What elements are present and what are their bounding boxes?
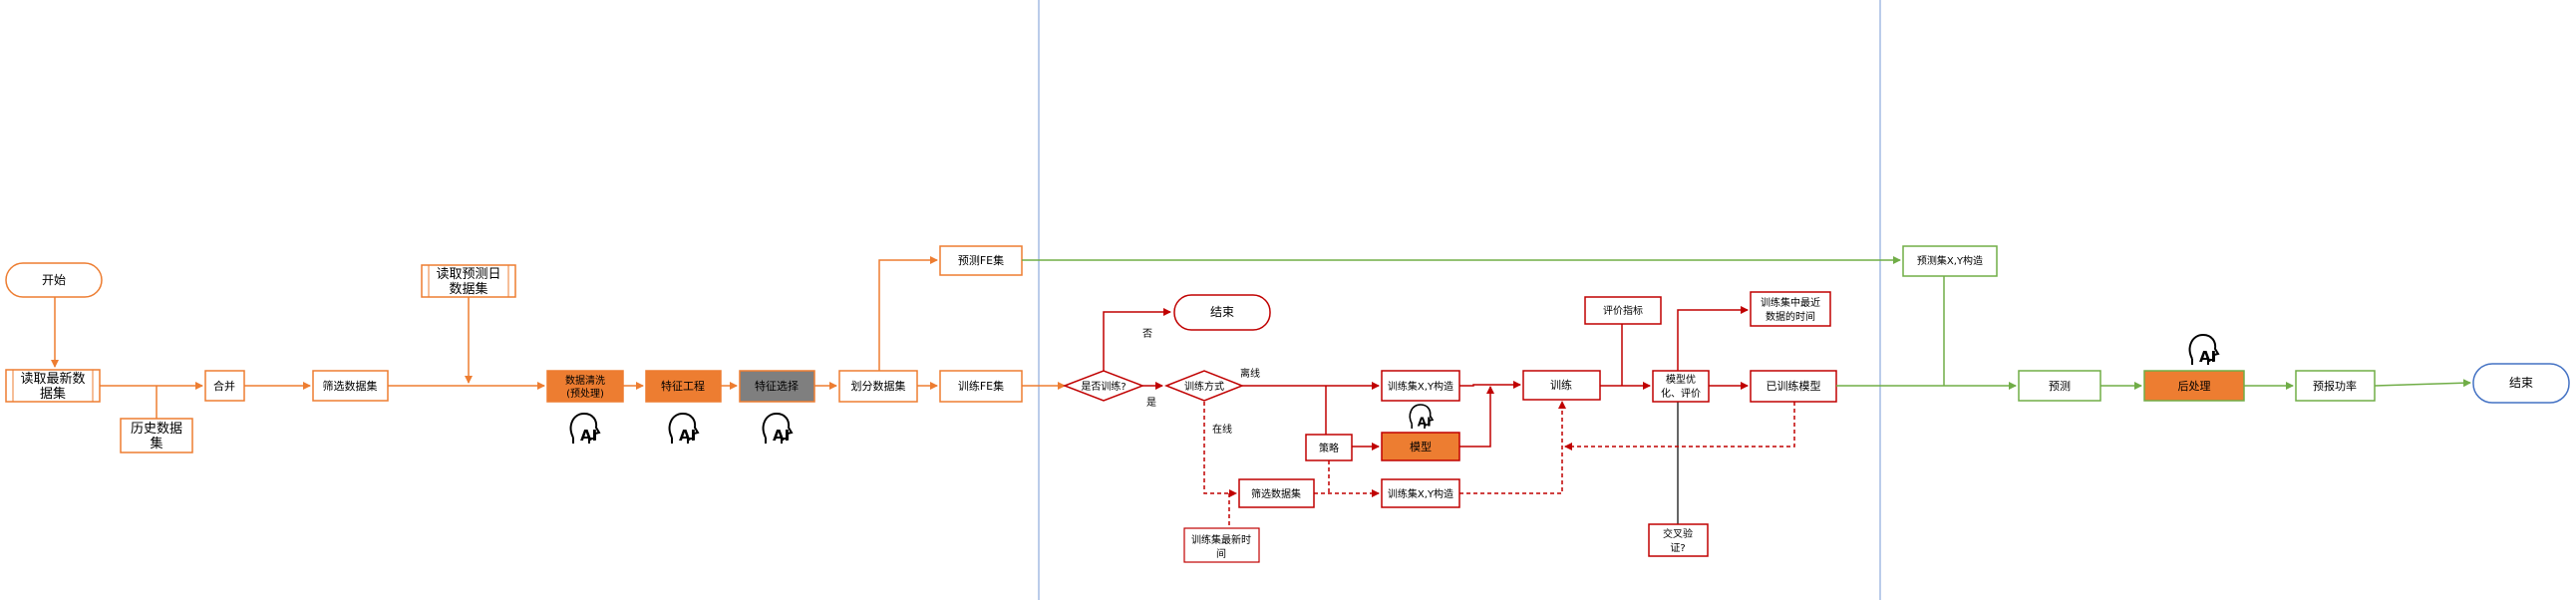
svg-text:AI: AI	[1418, 416, 1432, 430]
filter-dataset-online-label: 筛选数据集	[1251, 487, 1301, 500]
feature-selection-node	[739, 370, 815, 403]
read-latest-dataset-label-2: 据集	[40, 386, 66, 402]
read-predict-day-label-1: 读取预测日	[436, 267, 500, 282]
ai-head-icon: AI	[569, 413, 600, 445]
predict-xy-construct-label: 预测集X,Y构造	[1917, 254, 1983, 267]
merge-node	[204, 370, 245, 402]
svg-text:AI: AI	[773, 427, 790, 445]
strategy-label: 策略	[1319, 442, 1339, 454]
data-cleaning-node	[546, 370, 624, 403]
cross-validation-label-1: 交叉验	[1663, 527, 1693, 540]
read-latest-dataset-node	[5, 369, 101, 403]
train-set-latest-time-node	[1183, 527, 1260, 563]
forecast-power-label: 预报功率	[2313, 379, 2357, 393]
train-node	[1522, 370, 1601, 401]
read-latest-dataset-label-1: 读取最新数	[20, 371, 85, 387]
train-set-recent-time-label-1: 训练集中最近	[1761, 296, 1820, 309]
offline-branch-label: 离线	[1240, 367, 1260, 380]
feature-engineering-label: 特征工程	[661, 379, 705, 393]
filter-dataset-node	[312, 370, 389, 402]
start-node	[5, 262, 103, 298]
train-label: 训练	[1550, 378, 1572, 392]
model-optimize-node	[1652, 370, 1710, 403]
end-final-node	[2472, 363, 2570, 404]
ai-head-icon: AI	[762, 413, 793, 445]
no-branch-label: 否	[1142, 328, 1152, 340]
split-dataset-label: 划分数据集	[851, 379, 906, 393]
history-dataset-label-2: 集	[150, 436, 162, 451]
train-fe-set-label: 训练FE集	[958, 379, 1004, 393]
model-label: 模型	[1410, 440, 1432, 453]
cross-validation-label-2: 证?	[1670, 542, 1685, 554]
train-set-latest-time-label-1: 训练集最新时	[1191, 533, 1251, 546]
end-top-node	[1173, 294, 1271, 331]
train-xy-construct-online-label: 训练集X,Y构造	[1388, 487, 1453, 500]
predict-fe-set-node	[939, 245, 1023, 276]
model-node	[1381, 432, 1460, 461]
train-set-latest-time-label-2: 间	[1216, 547, 1226, 560]
end-final-label: 结束	[2509, 376, 2533, 390]
training-mode-decision	[1163, 370, 1245, 402]
predict-xy-construct-node	[1902, 245, 1998, 277]
yes-branch-label: 是	[1146, 397, 1156, 409]
ai-head-icon: AI	[2188, 334, 2219, 366]
strategy-node	[1305, 434, 1353, 461]
training-mode-label: 训练方式	[1184, 380, 1224, 393]
model-optimize-label-1: 模型优	[1666, 373, 1696, 386]
ai-head-icon: AI	[1409, 404, 1434, 430]
ai-head-icon: AI	[668, 413, 699, 445]
merge-label: 合并	[213, 379, 235, 393]
filter-dataset-online-node	[1238, 478, 1315, 508]
cross-validation-node	[1648, 523, 1709, 557]
svg-text:AI: AI	[2199, 348, 2216, 366]
is-training-decision	[1062, 370, 1145, 402]
evaluation-metric-label: 评价指标	[1603, 304, 1643, 317]
post-processing-label: 后处理	[2178, 380, 2211, 393]
is-training-label: 是否训练?	[1081, 380, 1126, 393]
history-dataset-node	[120, 418, 193, 453]
end-top-label: 结束	[1210, 305, 1234, 319]
evaluation-metric-node	[1584, 296, 1662, 325]
train-xy-construct-label: 训练集X,Y构造	[1388, 380, 1453, 393]
read-predict-day-dataset-node	[421, 264, 516, 298]
train-set-recent-time-label-2: 数据的时间	[1766, 310, 1815, 323]
feature-selection-label: 特征选择	[755, 379, 799, 393]
data-cleaning-label-1: 数据清洗	[565, 374, 605, 387]
train-xy-construct-online-node	[1381, 478, 1460, 508]
predict-label: 预测	[2049, 380, 2071, 393]
model-optimize-label-2: 化、评价	[1661, 387, 1701, 400]
svg-text:AI: AI	[679, 427, 696, 445]
svg-text:AI: AI	[580, 427, 597, 445]
online-branch-label: 在线	[1212, 423, 1232, 436]
data-cleaning-label-2: (预处理)	[566, 388, 604, 400]
start-label: 开始	[42, 273, 66, 287]
split-dataset-node	[838, 370, 918, 403]
predict-fe-set-label: 预测FE集	[958, 253, 1004, 267]
train-set-recent-time-node	[1750, 291, 1831, 327]
trained-model-label: 已训练模型	[1767, 379, 1821, 393]
read-predict-day-label-2: 数据集	[449, 281, 487, 297]
history-dataset-label-1: 历史数据	[131, 422, 182, 437]
train-xy-construct-node	[1381, 370, 1460, 402]
feature-engineering-node	[645, 370, 722, 403]
predict-node	[2018, 370, 2101, 402]
train-fe-set-node	[939, 370, 1023, 403]
forecast-power-node	[2295, 370, 2376, 402]
post-processing-node	[2143, 370, 2245, 402]
filter-dataset-label: 筛选数据集	[323, 379, 378, 393]
